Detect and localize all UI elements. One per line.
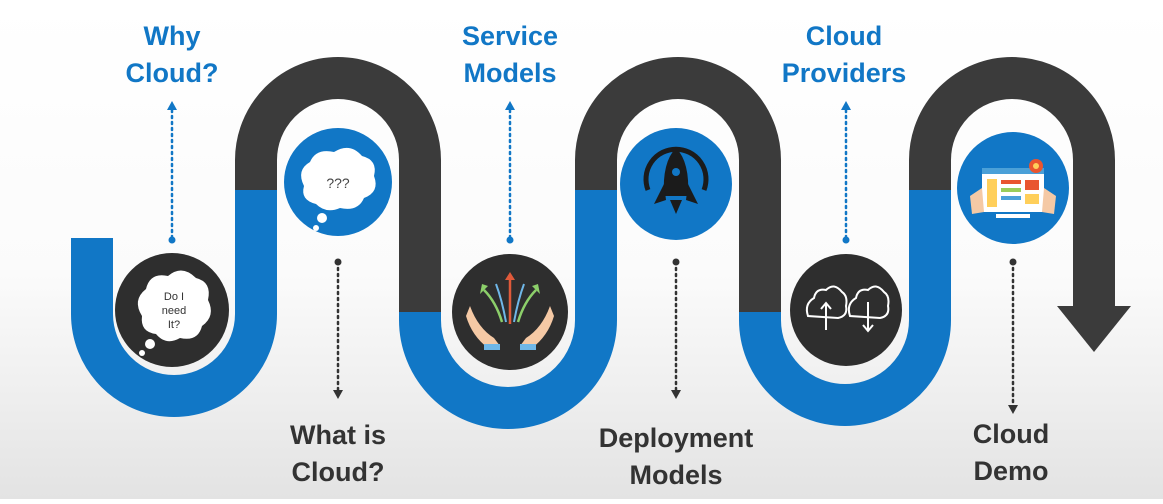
hands-arrows-icon bbox=[466, 272, 554, 350]
connector-why-cloud bbox=[167, 101, 177, 244]
rocket-icon bbox=[643, 146, 709, 214]
label-deployment-models-line-1: Deployment bbox=[598, 423, 754, 453]
road-blue-u-2 bbox=[399, 190, 617, 429]
milestone-deployment-models bbox=[620, 128, 732, 240]
label-what-is-cloud-line-2: Cloud? bbox=[291, 457, 385, 487]
label-cloud-providers-line-2: Providers bbox=[781, 58, 907, 88]
road-blue-u-3 bbox=[739, 190, 951, 426]
label-why-cloud-line-1: Why bbox=[143, 21, 201, 51]
thought-cloud-icon bbox=[137, 270, 211, 356]
label-what-is-cloud-line-1: What is bbox=[289, 420, 386, 450]
connector-cloud-demo bbox=[1008, 258, 1018, 414]
milestone-what-is-cloud: ??? bbox=[284, 128, 392, 236]
connector-cloud-providers bbox=[841, 101, 851, 244]
dashboard-demo-icon bbox=[970, 159, 1056, 218]
label-service-models: Service Models bbox=[410, 18, 610, 92]
thought-bubble-icon bbox=[301, 147, 376, 231]
thought-bubble-text: ??? bbox=[326, 175, 350, 191]
label-cloud-providers-line-1: Cloud bbox=[805, 21, 883, 51]
label-cloud-demo-line-1: Cloud bbox=[972, 419, 1050, 449]
label-why-cloud: Why Cloud? bbox=[72, 18, 272, 92]
road-dark-arch-1 bbox=[235, 57, 441, 320]
label-deployment-models: Deployment Models bbox=[576, 420, 776, 494]
label-service-models-line-2: Models bbox=[463, 58, 557, 88]
road-arrow-head bbox=[1057, 306, 1131, 352]
connector-what-is-cloud bbox=[333, 258, 343, 399]
milestone-cloud-providers bbox=[790, 254, 902, 366]
cloud-upload-download-icon bbox=[805, 285, 890, 333]
milestone-why-cloud: Do I need It? bbox=[115, 253, 229, 367]
connector-deployment-models bbox=[671, 258, 681, 399]
thought-cloud-line-3: It? bbox=[168, 319, 180, 331]
label-deployment-models-line-2: Models bbox=[629, 460, 723, 490]
label-why-cloud-line-2: Cloud? bbox=[125, 58, 219, 88]
road-blue-u-1 bbox=[71, 190, 277, 417]
connector-service-models bbox=[505, 101, 515, 244]
label-what-is-cloud: What is Cloud? bbox=[238, 417, 438, 491]
road-dark-arch-3 bbox=[909, 57, 1115, 310]
milestone-cloud-demo bbox=[957, 132, 1069, 244]
road-dark-arch-2 bbox=[575, 57, 781, 320]
thought-cloud-line-2: need bbox=[162, 305, 186, 317]
label-cloud-demo-line-2: Demo bbox=[973, 456, 1049, 486]
milestone-service-models bbox=[452, 254, 568, 370]
thought-cloud-line-1: Do I bbox=[164, 291, 184, 303]
label-service-models-line-1: Service bbox=[461, 21, 559, 51]
label-cloud-providers: Cloud Providers bbox=[744, 18, 944, 92]
label-cloud-demo: Cloud Demo bbox=[911, 416, 1111, 490]
